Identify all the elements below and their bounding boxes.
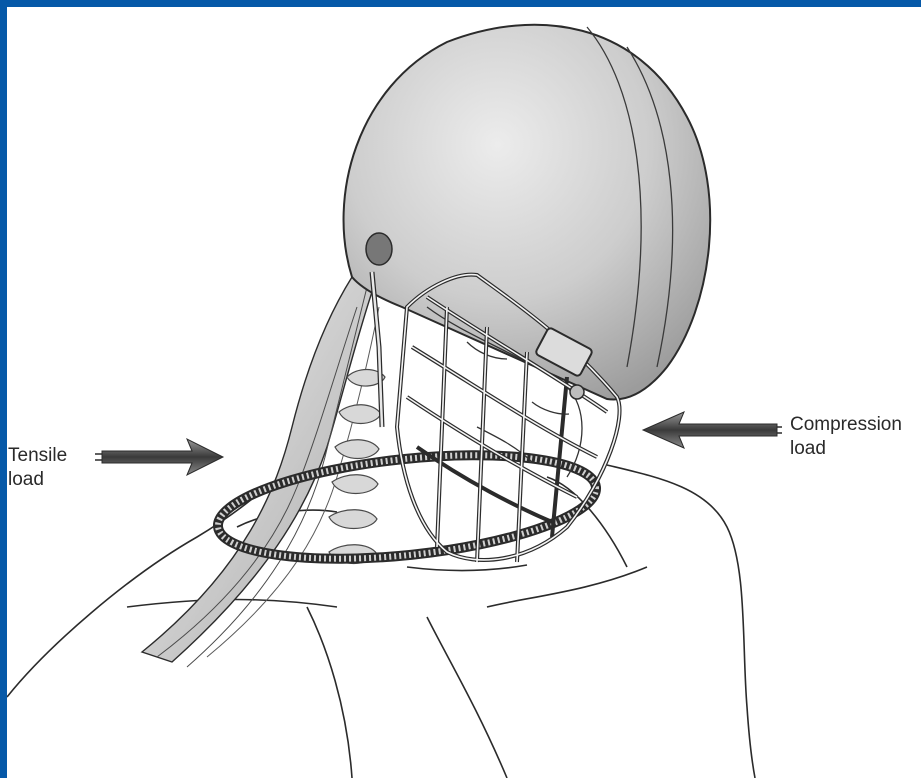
mask-bolt [570, 385, 584, 399]
tensile-load-label: Tensile load [8, 444, 67, 492]
compression-load-label-line1: Compression [790, 413, 902, 437]
shoulders-outline [7, 465, 755, 778]
tensile-arrow [95, 439, 223, 475]
football-neck-injury-illustration [7, 7, 921, 778]
compression-load-label-line2: load [790, 437, 902, 461]
compression-arrow [643, 412, 782, 448]
compression-load-label: Compression load [790, 413, 902, 461]
tensile-load-label-line1: Tensile [8, 444, 67, 468]
diagram-frame: Tensile load Compression load [7, 7, 921, 778]
tensile-load-label-line2: load [8, 468, 67, 492]
